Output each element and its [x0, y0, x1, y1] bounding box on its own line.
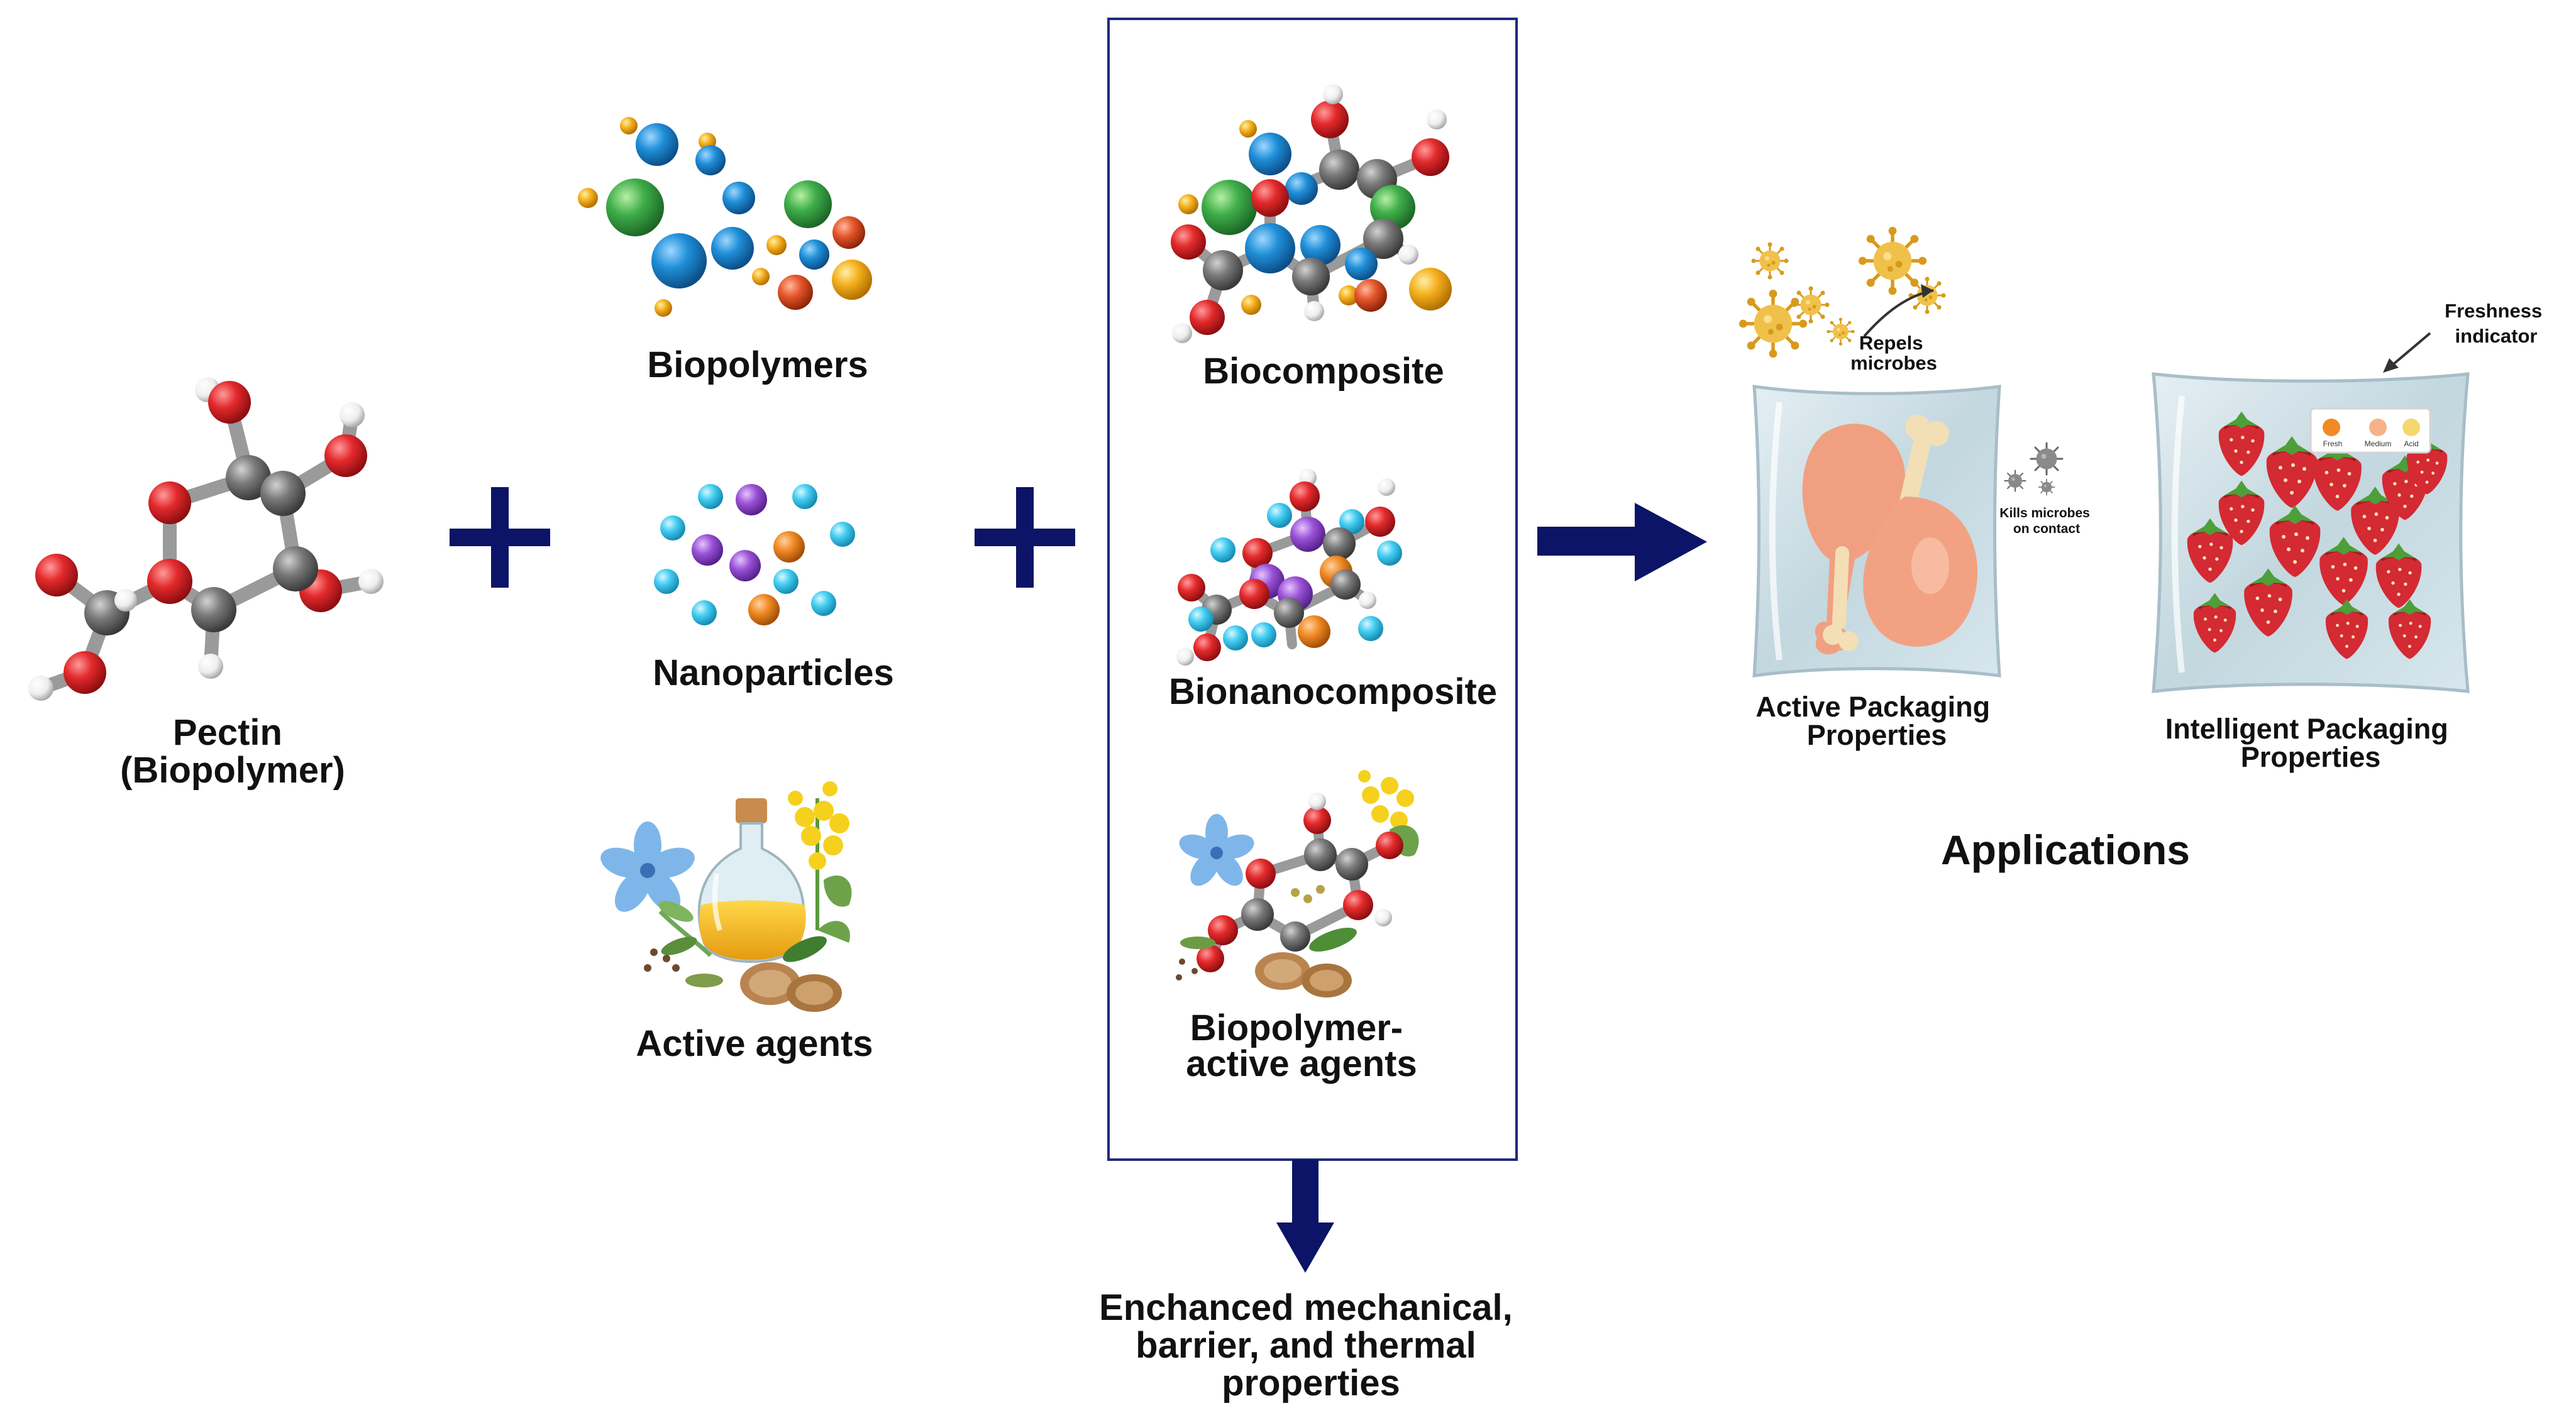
enhanced-properties-label: Enchanced mechanical, barrier, and therm…: [1099, 1287, 1523, 1404]
freshness-indicator-label: Freshness indicator: [2445, 300, 2548, 347]
applications-label: Applications: [1941, 827, 2190, 873]
indicator-level-medium: Medium: [2365, 439, 2392, 448]
repels-microbes-label: Repels microbes: [1850, 332, 1937, 374]
biopolymers-cluster-icon: [578, 117, 872, 317]
plus-icon: [450, 487, 550, 588]
microbe-icon: [2004, 442, 2064, 496]
freshness-indicator-card: Fresh Medium Acid: [2309, 407, 2431, 454]
indicator-level-acid: Acid: [2404, 439, 2418, 448]
indicator-level-fresh: Fresh: [2323, 439, 2343, 448]
kills-microbes-label: Kills microbes on contact: [1999, 506, 2093, 536]
bionanocomposite-label: Bionanocomposite: [1169, 671, 1497, 712]
active-packaging-label: Active Packaging Properties: [1755, 691, 1998, 751]
pectin-molecule-icon: [28, 377, 384, 701]
active-agents-icon: [600, 781, 852, 1012]
biopolymer-active-agents-icon: [1176, 770, 1419, 997]
bionanocomposite-molecule-icon: [1176, 469, 1402, 666]
intelligent-packaging-label: Intelligent Packaging Properties: [2165, 713, 2457, 773]
intelligent-packaging-illustration: Freshness indicator: [2152, 300, 2548, 693]
down-arrow-icon: [1276, 1160, 1334, 1273]
nanoparticles-cluster-icon: [654, 484, 855, 625]
oil-bottle-icon: [697, 798, 806, 963]
plus-icon: [975, 487, 1075, 588]
biopolymer-active-agents-label: Biopolymer- active agents: [1186, 1008, 1417, 1084]
active-packaging-illustration: Repels microbes Kills microbes on contac…: [1739, 227, 2093, 678]
active-agents-label: Active agents: [636, 1023, 873, 1064]
biopolymers-label: Biopolymers: [647, 344, 868, 385]
pectin-label: Pectin (Biopolymer): [120, 712, 345, 791]
yellow-flower-icon: [788, 781, 852, 943]
walnut-icon: [740, 962, 842, 1012]
biocomposite-label: Biocomposite: [1203, 351, 1444, 392]
nanoparticles-label: Nanoparticles: [653, 652, 894, 693]
chicken-leg-icon: [1802, 415, 1978, 655]
right-arrow-icon: [1537, 503, 1707, 581]
biocomposite-molecule-icon: [1171, 84, 1452, 343]
flower-icon: [600, 821, 712, 957]
